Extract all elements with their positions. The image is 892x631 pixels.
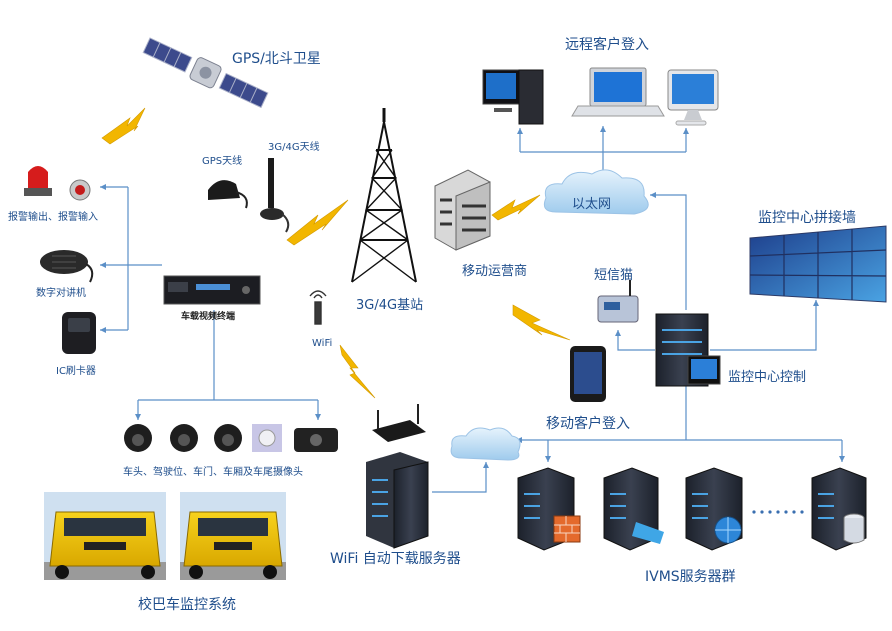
satellite-icon [142, 37, 269, 109]
cell-tower-icon [351, 108, 417, 283]
ivms-label: IVMS服务器群 [645, 569, 736, 585]
dome-camera-icon [170, 424, 198, 452]
video-wall-label: 监控中心拼接墙 [758, 210, 856, 226]
sms-modem-icon [597, 280, 639, 323]
ic-card-label: IC刷卡器 [56, 366, 96, 377]
remote-login-label: 远程客户登入 [565, 37, 649, 53]
wifi-download-server-icon [366, 452, 429, 549]
lightning-bolts [101, 107, 571, 399]
alarm-button-icon [69, 179, 91, 201]
ethernet-cloud-icon [543, 169, 649, 215]
laptop-icon [571, 67, 665, 117]
mobile-login-label: 移动客户登入 [546, 416, 630, 432]
intercom-icon [40, 250, 94, 283]
antenna-3g4g-icon [260, 158, 290, 233]
router-icon [372, 404, 426, 442]
lightning-icon [286, 199, 349, 246]
alarm-label: 报警输出、报警输入 [8, 212, 98, 223]
intercom-label: 数字对讲机 [36, 288, 86, 299]
ethernet-label: 以太网 [572, 197, 612, 212]
satellite-label: GPS/北斗卫星 [232, 51, 321, 67]
alarm-light-icon [24, 166, 52, 196]
tower-label: 3G/4G基站 [356, 298, 424, 313]
school-bus-icon [44, 492, 166, 580]
wifi-icon [309, 290, 327, 325]
ivms-server-icon [517, 467, 581, 551]
imac-icon [667, 69, 719, 126]
mobile-phone-icon [570, 346, 606, 402]
desktop-pc-icon [482, 69, 544, 125]
operator-label: 移动运营商 [462, 264, 528, 279]
wifi-cloud-icon [450, 427, 521, 461]
dome-camera-icon [124, 424, 152, 452]
connector-lines [100, 126, 843, 493]
dome-camera-icon [252, 424, 282, 452]
lightning-icon [339, 344, 376, 399]
lightning-icon [512, 304, 571, 341]
connector-arrows [100, 126, 845, 468]
video-wall-icon [749, 225, 887, 303]
school-bus-label: 校巴车监控系统 [138, 597, 236, 613]
sms-cat-label: 短信猫 [594, 268, 634, 283]
wifi-label: WiFi [312, 338, 333, 349]
antenna-3g4g-label: 3G/4G天线 [268, 142, 320, 153]
ivms-server-icon [685, 467, 743, 551]
ic-card-reader-icon [62, 312, 96, 354]
monitor-control-label: 监控中心控制 [728, 370, 807, 385]
lightning-icon [491, 194, 541, 221]
terminal-label: 车载视频终端 [181, 312, 236, 322]
dome-camera-icon [214, 424, 242, 452]
gps-antenna-label: GPS天线 [202, 156, 243, 167]
vehicle-terminal-icon [163, 275, 261, 305]
rear-camera-icon [294, 428, 338, 452]
gps-antenna-icon [208, 180, 248, 209]
operator-building-icon [434, 169, 491, 251]
ellipsis-dots [752, 510, 804, 514]
monitor-center-server-icon [655, 313, 721, 387]
wifi-server-label: WiFi 自动下载服务器 [330, 551, 461, 567]
ivms-server-icon [603, 467, 664, 551]
lightning-icon [101, 107, 146, 145]
school-bus-icon [180, 492, 286, 580]
camera-icons [124, 424, 338, 452]
cameras-label: 车头、驾驶位、车门、车厢及车尾摄像头 [123, 467, 303, 478]
ivms-server-icon [811, 467, 867, 551]
